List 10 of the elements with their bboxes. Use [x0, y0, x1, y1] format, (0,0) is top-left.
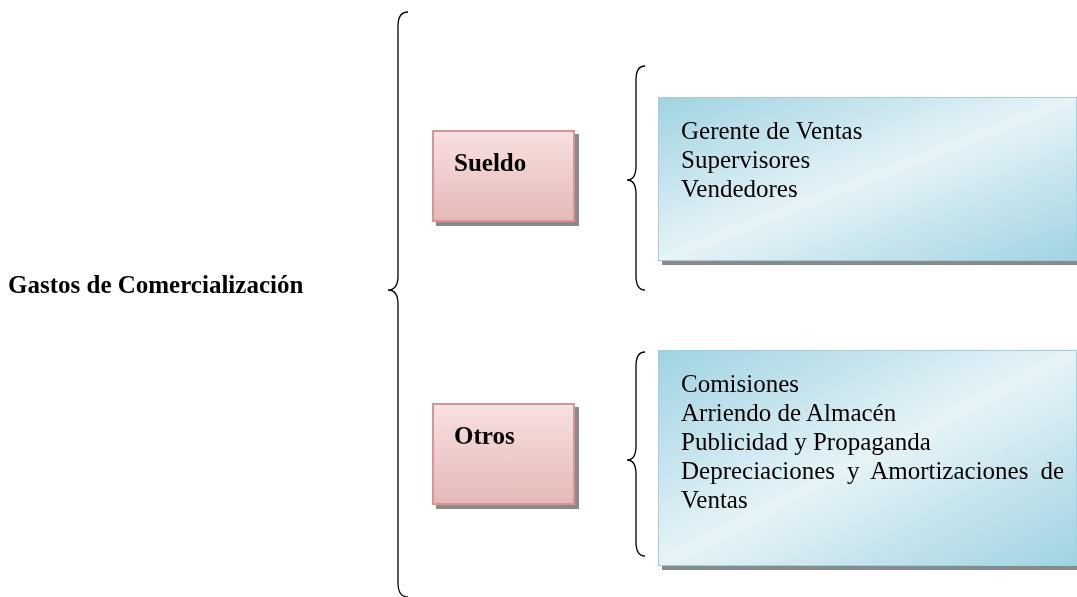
category-label: Otros	[454, 421, 516, 451]
category-label: Sueldo	[454, 148, 528, 178]
list-item: Vendedores	[681, 174, 799, 203]
list-item: Comisiones	[681, 369, 801, 398]
list-item: Gerente de Ventas	[681, 116, 864, 145]
list-item: Depreciaciones y Amortizaciones de Ventas	[681, 456, 1064, 514]
heading-text: Gastos de Comercialización	[8, 270, 304, 300]
list-item: Arriendo de Almacén	[681, 398, 898, 427]
list-item: Supervisores	[681, 145, 812, 174]
list-item: Publicidad y Propaganda	[681, 427, 932, 456]
